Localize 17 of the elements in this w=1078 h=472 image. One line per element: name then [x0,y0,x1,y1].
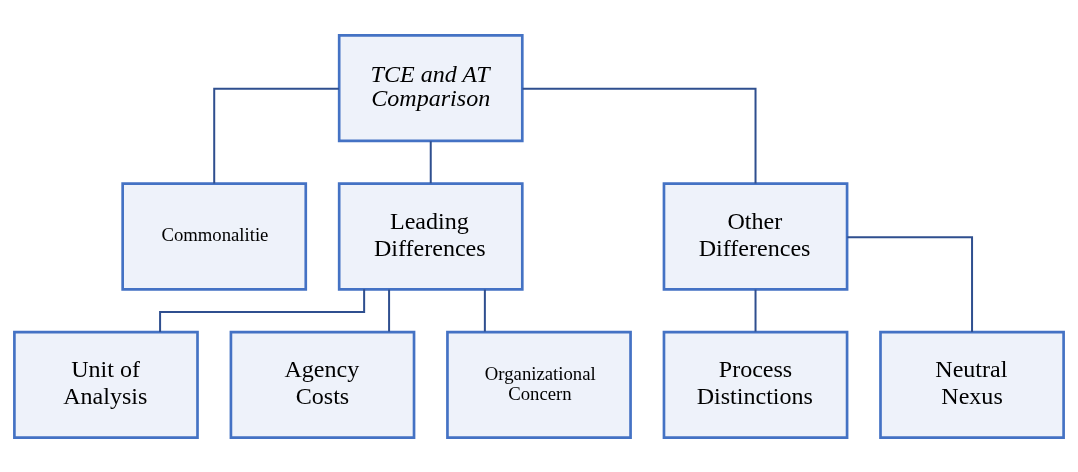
node-box: Other Differences [662,181,849,291]
node-box: Neutral Nexus [879,330,1065,439]
node-box: Unit of Analysis [13,330,199,439]
connector [213,87,340,185]
node-box: Leading Differences [337,181,524,291]
connector [388,288,391,333]
connector [754,288,757,333]
node-box: Agency Costs [229,330,416,439]
node-box: Commonalitie [121,181,308,291]
connector [521,87,757,185]
node-box: Organizational Concern [446,330,632,439]
connector [483,288,486,333]
node-box: TCE and AT Comparison [337,33,524,142]
connector [429,139,432,184]
connector [846,235,974,333]
connector [159,287,366,333]
node-box: Process Distinctions [662,330,849,439]
